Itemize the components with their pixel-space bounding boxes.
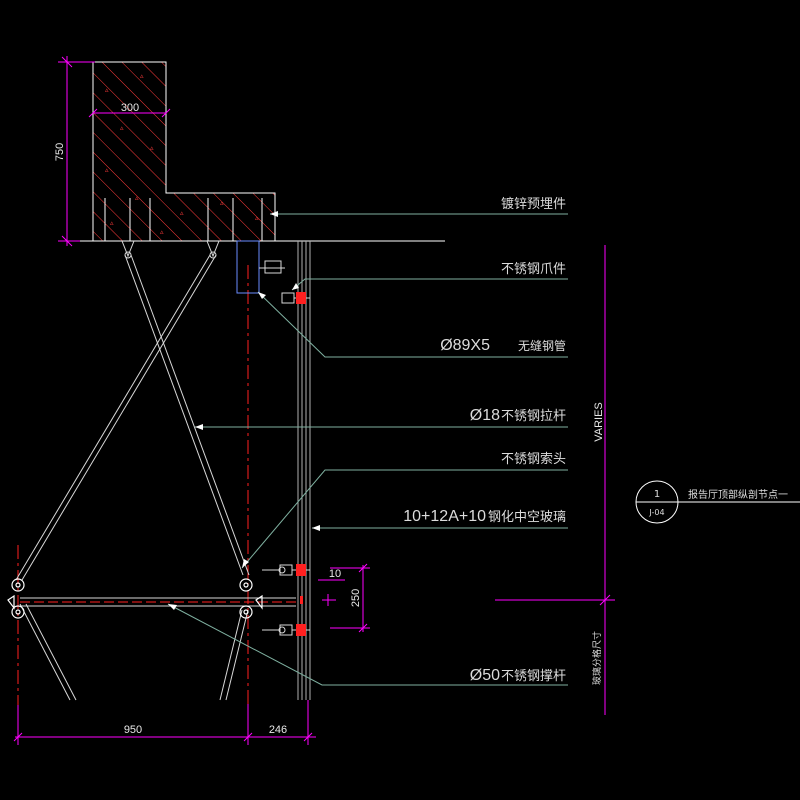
label-spider-fitting: 不锈钢爪件 (501, 262, 566, 277)
label-strut: Ø50 不锈钢撑杆 (470, 667, 566, 684)
dimension-beam-width: 300 (88, 102, 171, 118)
dimension-varies: VARIES 玻璃分格尺寸 (495, 245, 615, 715)
svg-text:▵: ▵ (110, 219, 114, 227)
top-anchors (121, 240, 220, 259)
node-spacing-value: 250 (350, 589, 362, 607)
svg-text:▵: ▵ (255, 214, 259, 222)
svg-text:▵: ▵ (105, 166, 109, 174)
label-seamless-pipe-size: Ø89X5 (440, 337, 490, 354)
centerlines (17, 265, 249, 705)
truss-nodes (7, 578, 263, 619)
strut (20, 597, 296, 607)
svg-text:▵: ▵ (140, 72, 144, 80)
label-embedded-plate: 镀锌预埋件 (501, 196, 566, 212)
seamless-steel-pipe (236, 240, 285, 294)
svg-text:▵: ▵ (135, 194, 139, 202)
leader-arrows (168, 211, 320, 610)
svg-text:▵: ▵ (220, 199, 224, 207)
tie-rods (15, 254, 250, 701)
truss-width-value: 950 (124, 724, 142, 736)
label-glass-size: 10+12A+10 (403, 508, 486, 525)
varies-note: 玻璃分格尺寸 (591, 631, 603, 685)
dimension-bottom: 950 246 (13, 700, 316, 745)
dimension-beam-height: 750 (54, 56, 95, 247)
label-cable-head: 不锈钢索头 (501, 452, 566, 467)
label-seamless-pipe-name: 无缝钢管 (518, 338, 566, 353)
label-glass-name: 钢化中空玻璃 (488, 510, 566, 525)
detail-callout: 1 J-04 报告厅顶部纵剖节点一 (635, 480, 800, 524)
node-gap-value: 10 (329, 568, 341, 580)
label-glass: 10+12A+10 钢化中空玻璃 (403, 508, 566, 525)
dimension-node-spacing: 250 10 (318, 563, 370, 633)
label-strut-name: 不锈钢撑杆 (501, 669, 566, 684)
label-strut-size: Ø50 (470, 667, 500, 684)
concrete-beam: ▵ ▵ ▵ ▵ ▵ ▵ ▵ ▵ ▵ ▵ ▵ (60, 61, 445, 242)
label-tie-rod-name: 不锈钢拉杆 (501, 409, 566, 424)
label-seamless-pipe: Ø89X5 无缝钢管 (440, 337, 566, 354)
glass-offset-value: 246 (269, 724, 287, 736)
svg-text:▵: ▵ (150, 144, 154, 152)
beam-height-value: 750 (54, 143, 66, 161)
label-tie-rod-size: Ø18 (470, 407, 500, 424)
svg-text:▵: ▵ (105, 86, 109, 94)
detail-sheet: J-04 (648, 508, 664, 517)
label-tie-rod: Ø18 不锈钢拉杆 (470, 407, 566, 424)
svg-text:▵: ▵ (160, 228, 164, 236)
svg-text:▵: ▵ (180, 209, 184, 217)
detail-title: 报告厅顶部纵剖节点一 (688, 488, 788, 501)
varies-label: VARIES (593, 402, 605, 442)
glass-panel (297, 241, 311, 700)
spider-fittings (262, 292, 310, 636)
svg-text:▵: ▵ (120, 124, 124, 132)
beam-width-value: 300 (121, 102, 139, 114)
leader-lines (167, 213, 568, 686)
detail-number: 1 (654, 489, 660, 500)
